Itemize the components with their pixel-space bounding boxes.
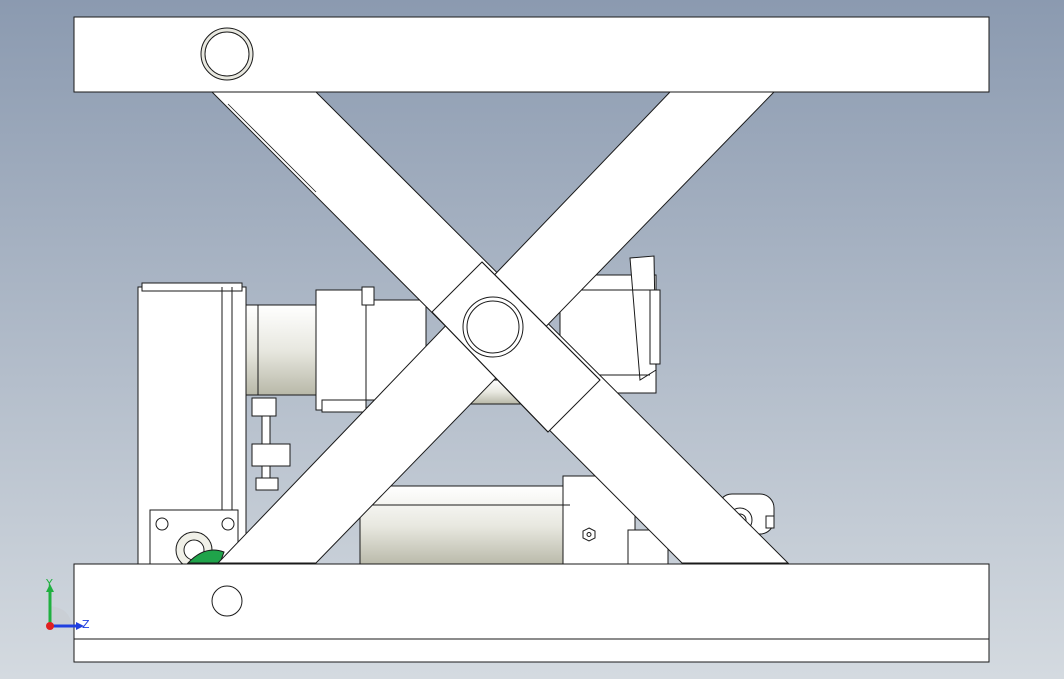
x-axis-dot bbox=[46, 622, 54, 630]
bottom-plate[interactable] bbox=[73, 563, 990, 663]
bottom-plate-pivot-hole[interactable] bbox=[211, 585, 243, 617]
triad-background-shape bbox=[50, 606, 72, 626]
green-highlight-part bbox=[186, 549, 225, 564]
z-axis-label: Z bbox=[82, 618, 90, 631]
left-gearbox-housing[interactable] bbox=[137, 282, 247, 569]
center-pivot-pin[interactable] bbox=[462, 296, 524, 358]
top-plate-pivot-pin[interactable] bbox=[200, 27, 254, 81]
y-axis-label: Y bbox=[45, 578, 53, 590]
coordinate-triad[interactable]: Y Z bbox=[40, 577, 100, 638]
lower-actuator-cylinder[interactable] bbox=[359, 475, 669, 567]
left-adjust-screw[interactable] bbox=[251, 397, 291, 491]
